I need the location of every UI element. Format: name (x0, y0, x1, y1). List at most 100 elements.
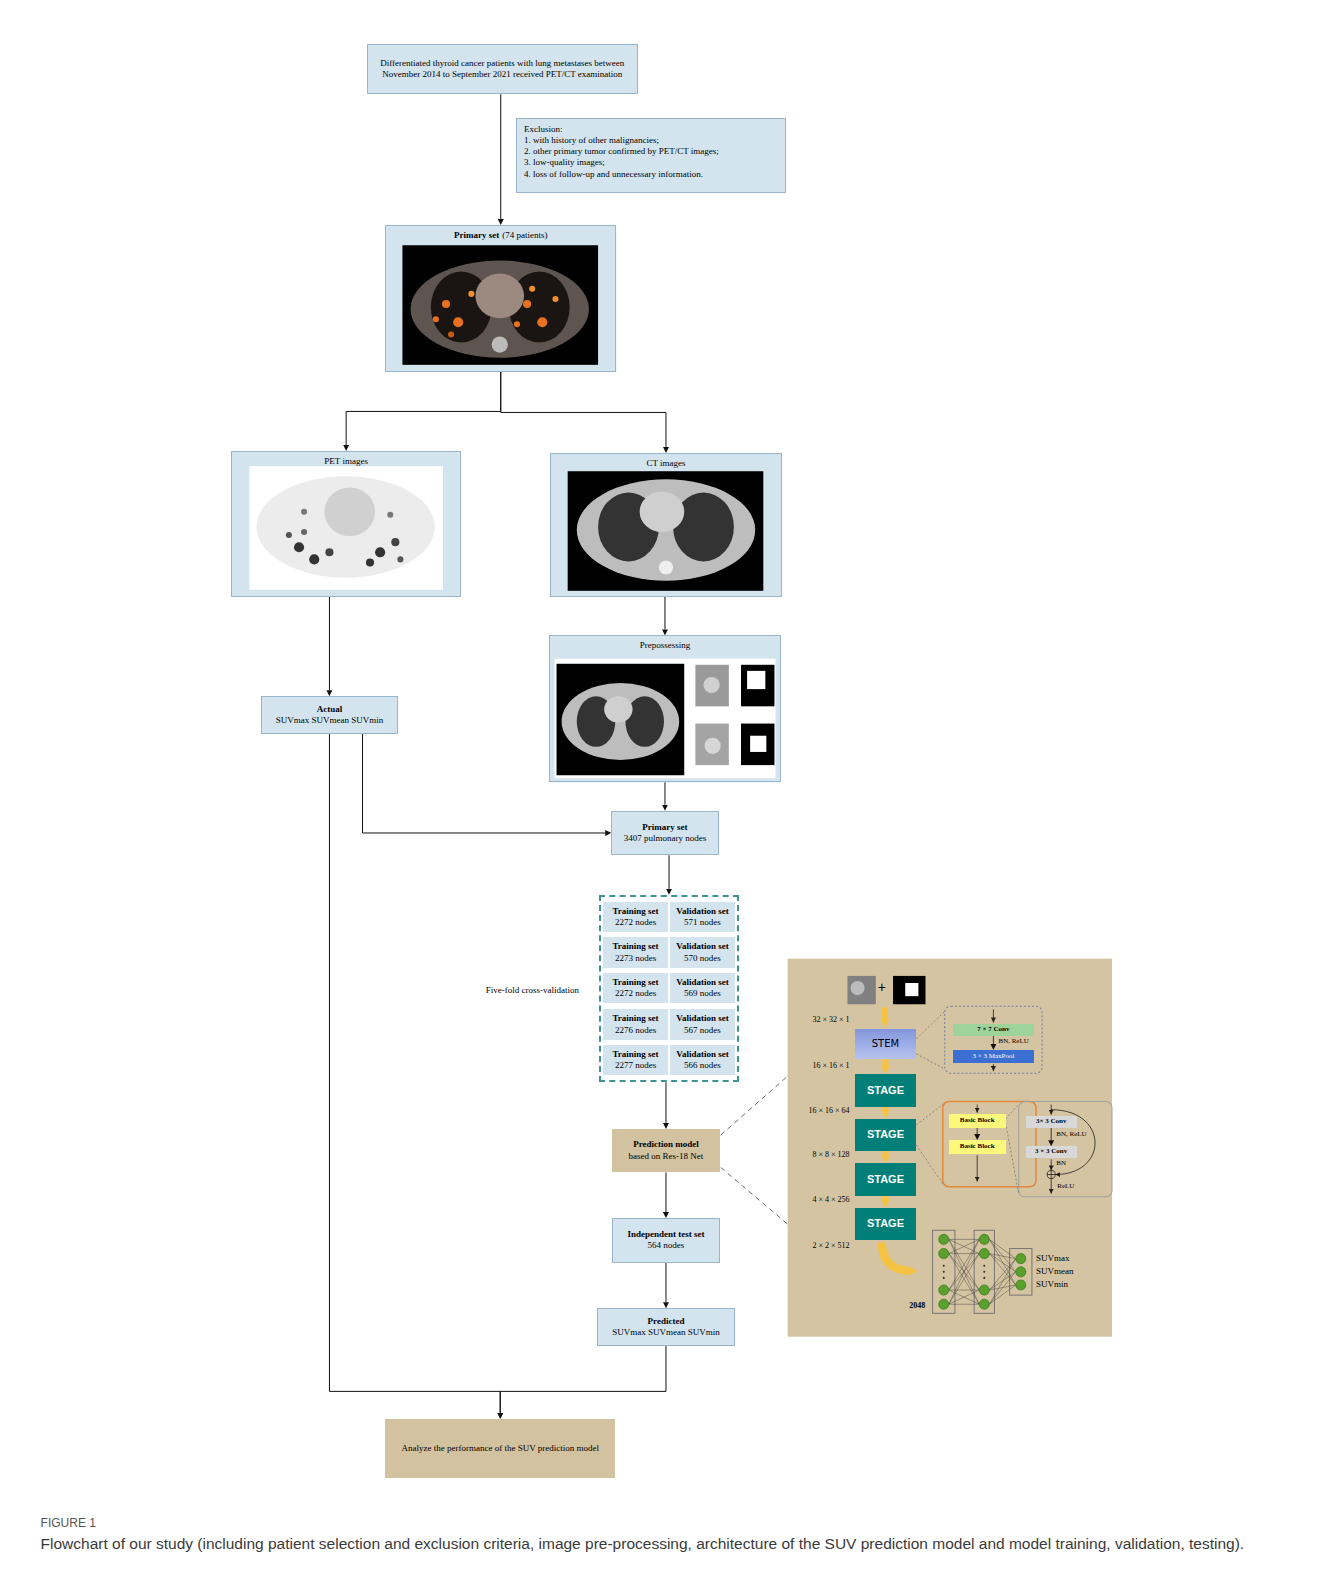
node-text: Validation set (676, 941, 728, 952)
output-label: SUVmin (1036, 1279, 1068, 1289)
sum-symbol (1051, 1170, 1052, 1178)
fused-pet-ct-image (537, 317, 547, 327)
fully-connected-layer (949, 1239, 979, 1304)
box-fill (549, 635, 780, 782)
box-fill (385, 225, 616, 372)
flow-arrow (329, 597, 330, 690)
flow-arrow (665, 1172, 666, 1212)
sum-symbol (1047, 1170, 1055, 1178)
preprocessing-images (703, 677, 719, 693)
fused-pet-ct-image (468, 291, 474, 297)
layer-note: ReLU (1057, 1182, 1074, 1190)
fold-box: Training set2272 nodes (603, 902, 668, 932)
node-text: 569 nodes (684, 988, 721, 999)
node-text: 564 nodes (648, 1240, 685, 1251)
pet-image (325, 548, 333, 556)
fold-box: Training set2277 nodes (603, 1045, 668, 1075)
fold-box: Validation set566 nodes (670, 1045, 735, 1075)
fully-connected-layer (989, 1254, 1015, 1285)
preprocessing-images (741, 724, 774, 766)
node-text: 3× 3 Conv (1036, 1118, 1066, 1126)
image-box: PET images (231, 451, 461, 597)
preprocessing-images (750, 736, 766, 752)
layer-note: BN (1056, 1159, 1066, 1167)
fully-connected-layer (949, 1304, 979, 1305)
preprocessing-images (562, 683, 680, 760)
leader-line (721, 1167, 788, 1224)
preprocessing-images (557, 664, 775, 775)
fully-connected-layer (949, 1239, 979, 1253)
fully-connected-layer (979, 1234, 989, 1244)
fully-connected-layer (933, 1230, 1032, 1313)
result-box: Analyze the performance of the SUV predi… (385, 1419, 615, 1478)
dimension-label: 2048 (909, 1301, 925, 1310)
fully-connected-layer (939, 1234, 949, 1244)
ct-image (568, 471, 764, 591)
cross-validation-group: Five-fold cross-validationTraining set22… (599, 895, 739, 1082)
fully-connected-layer (943, 1277, 945, 1279)
fully-connected-layer (989, 1259, 1015, 1305)
node-text: Independent test set (627, 1229, 704, 1240)
fully-connected-layer (989, 1285, 1015, 1304)
small-arrow (977, 1155, 978, 1181)
node-text: Exclusion: (524, 124, 563, 135)
ct-image (640, 491, 685, 532)
node-text: 2276 nodes (615, 1025, 656, 1036)
node-text: 3 × 3 MaxPool (972, 1053, 1014, 1061)
small-arrow (1051, 1179, 1052, 1194)
plus-sign: + (878, 979, 886, 995)
stage-block: STAGE (855, 1208, 917, 1240)
ct-image (577, 479, 755, 580)
fully-connected-layer (1010, 1249, 1032, 1296)
preprocessing-images (747, 671, 765, 689)
fully-connected-layer (989, 1239, 1015, 1285)
flow-arrow (665, 1263, 666, 1303)
leader-line (916, 1054, 944, 1069)
node-text: Primary set (454, 230, 499, 241)
node-text: Training set (613, 977, 659, 988)
fully-connected-layer (1016, 1267, 1026, 1277)
fully-connected-layer (939, 1285, 949, 1295)
leader-line (916, 1105, 942, 1125)
node-text: 7 × 7 Conv (977, 1026, 1009, 1034)
node-text: Predicted (648, 1316, 685, 1327)
fused-pet-ct-image (433, 316, 439, 322)
small-arrow (977, 1009, 1095, 1193)
process-box: Independent test set564 nodes (612, 1218, 719, 1263)
box-fill (231, 225, 781, 782)
flow-arrow (500, 1346, 666, 1413)
fused-pet-ct-image (411, 260, 589, 357)
stage-block: STAGE (855, 1163, 917, 1195)
dimension-label: 4 × 4 × 256 (812, 1195, 849, 1204)
basic-block: Basic Block (949, 1114, 1006, 1128)
pet-image (391, 538, 399, 546)
node-text: (74 patients) (502, 230, 547, 241)
pet-image (249, 466, 443, 590)
node-text: STAGE (867, 1084, 904, 1098)
sum-symbol (1047, 1170, 1055, 1178)
fully-connected-layer (949, 1239, 979, 1290)
leader-line (721, 1076, 788, 1224)
node-text: Five-fold cross-validation (486, 984, 579, 995)
pet-image (286, 532, 292, 538)
node-text: Training set (613, 906, 659, 917)
pet-image (301, 509, 307, 515)
pet-image (324, 487, 375, 536)
flow-arrow (664, 597, 665, 630)
fold-box: Training set2272 nodes (603, 973, 668, 1003)
node-text: Prepossessing (640, 640, 691, 651)
image-box: Primary set(74 patients) (385, 225, 616, 372)
basic-block: Basic Block (949, 1140, 1006, 1154)
node-text: SUVmax SUVmean SUVmin (276, 715, 384, 726)
flow-arrow (665, 1082, 666, 1123)
fused-pet-ct-image (492, 336, 508, 352)
node-text: Validation set (676, 1049, 728, 1060)
pool-layer: 3 × 3 MaxPool (953, 1050, 1034, 1063)
process-box: PredictedSUVmax SUVmean SUVmin (597, 1308, 735, 1345)
figure-number: FIGURE 1 (41, 1517, 96, 1531)
fold-box: Validation set570 nodes (670, 937, 735, 967)
pet-image (256, 476, 434, 577)
dimension-label: 32 × 32 × 1 (812, 1015, 849, 1024)
fully-connected-layer (979, 1285, 989, 1295)
